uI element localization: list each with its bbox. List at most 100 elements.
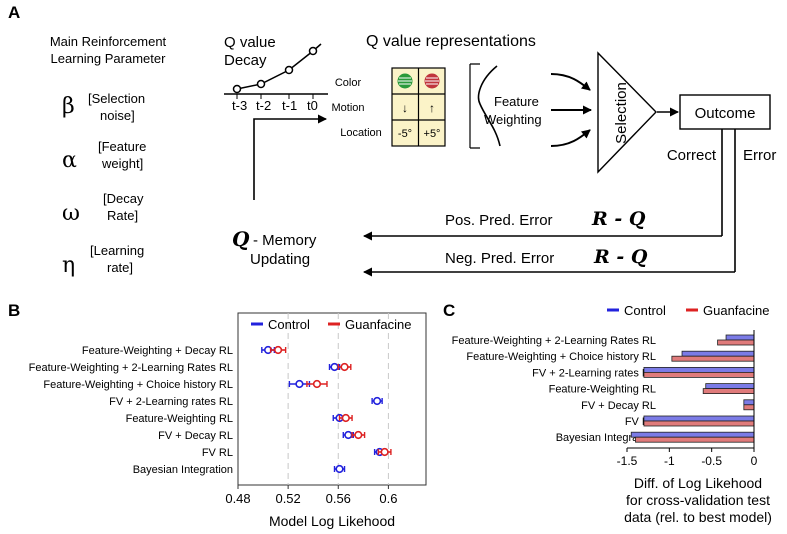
data-point (344, 430, 353, 440)
bar (743, 399, 755, 406)
legend-control-label: Control (624, 303, 666, 318)
x-tick-label: 0.56 (326, 491, 351, 506)
bar (702, 388, 755, 395)
decay-point (232, 84, 242, 94)
memory-label: - Memory (253, 232, 317, 249)
decay-point (308, 46, 318, 56)
memory-q-symbol: Q (232, 227, 250, 251)
panel-b-grid (287, 313, 389, 485)
input-arrow (550, 73, 591, 91)
pos-error-label: Pos. Pred. Error (445, 212, 553, 229)
panel-a: A Main Reinforcement Learning Parameter … (8, 3, 776, 278)
feature-row-color: Color (335, 77, 362, 89)
panel-a-label: A (8, 3, 20, 22)
bar (630, 431, 755, 438)
panel-b-points (261, 345, 392, 474)
panel-c-legend: Control Guanfacine (607, 303, 770, 318)
category-label: Feature-Weighting + Choice history RL (466, 351, 656, 363)
main-param-title-2: Learning Parameter (51, 51, 167, 66)
param-omega-symbol: ω (62, 201, 80, 226)
param-beta-symbol: β (62, 94, 75, 119)
bar (717, 339, 755, 346)
pos-r-minus-q: R - Q (591, 208, 646, 230)
motion-down-icon: ↓ (402, 101, 408, 115)
panel-b-xlabel: Model Log Likehood (269, 513, 395, 529)
bar (643, 366, 755, 373)
category-label: FV + Decay RL (581, 400, 656, 412)
panel-b-category-labels: Feature-Weighting + Decay RL Feature-Weig… (29, 345, 233, 476)
memory-to-decay-arrow (253, 114, 327, 200)
data-point (274, 345, 283, 355)
feature-table: ↓ ↑ -5° +5° (391, 67, 446, 147)
category-label: FV + Decay RL (158, 430, 233, 442)
legend-control-label: Control (268, 317, 310, 332)
data-point (295, 379, 304, 389)
feature-weighting-curve (477, 65, 501, 147)
x-tick-label: 0.6 (379, 491, 397, 506)
decay-tick-label: t-2 (256, 98, 271, 113)
selection-triangle (597, 51, 657, 174)
panel-c-axis: -1.5 -1 -0.5 0 (617, 330, 758, 468)
panel-c-label: C (443, 301, 455, 320)
decay-tick-label: t-1 (282, 98, 297, 113)
feature-row-location: Location (340, 127, 382, 139)
decay-point (284, 65, 294, 75)
feature-weighting-label-1: Feature (494, 94, 539, 109)
category-label: FV + 2-Learning rates RL (532, 367, 656, 379)
panel-c-xlabel-2: for cross-validation test (626, 492, 770, 508)
legend-guanfacine-label: Guanfacine (345, 317, 412, 332)
bar (643, 415, 755, 422)
param-alpha-desc-2: weight] (101, 156, 143, 171)
param-omega-desc-1: [Decay (103, 191, 144, 206)
feature-row-motion: Motion (331, 102, 364, 114)
x-tick-label: -0.5 (701, 454, 722, 468)
param-eta-desc-2: rate] (107, 260, 133, 275)
category-label: FV RL (202, 447, 233, 459)
bar (705, 383, 755, 390)
panel-c-xlabel-3: data (rel. to best model) (624, 509, 772, 525)
param-eta-desc-1: [Learning (90, 243, 144, 258)
param-alpha-desc-1: [Feature (98, 139, 146, 154)
bar (743, 404, 755, 411)
param-alpha-symbol: α (62, 148, 77, 173)
outcome-label: Outcome (695, 105, 756, 122)
category-label: Feature-Weighting RL (549, 384, 656, 396)
bar (643, 420, 755, 427)
bar (725, 334, 755, 341)
param-omega-desc-2: Rate] (107, 208, 138, 223)
x-tick-label: 0 (751, 454, 758, 468)
legend-guanfacine-label: Guanfacine (703, 303, 770, 318)
panel-b-plot-frame (237, 312, 427, 486)
data-point (340, 362, 349, 372)
x-tick-label: 0.52 (275, 491, 300, 506)
category-label: Feature-Weighting + 2-Learning Rates RL (452, 335, 656, 347)
main-param-title-1: Main Reinforcement (50, 34, 167, 49)
panel-c-category-labels: Feature-Weighting + 2-Learning Rates RL F… (452, 335, 656, 444)
category-label: Bayesian Integration (133, 464, 233, 476)
panel-c-xlabel-1: Diff. of Log Likehood (634, 475, 762, 491)
category-label: Feature-Weighting RL (126, 413, 233, 425)
data-point (341, 413, 350, 423)
x-tick-label: -1 (664, 454, 675, 468)
neg-r-minus-q: R - Q (593, 246, 648, 268)
data-point (373, 396, 382, 406)
feature-weighting-label-2: Weighting (484, 112, 542, 127)
decay-point (256, 79, 266, 89)
category-label: Feature-Weighting + Decay RL (82, 345, 233, 357)
data-point (312, 379, 322, 389)
x-tick-label: -1.5 (617, 454, 638, 468)
decay-title-1: Q value (224, 34, 276, 51)
input-arrow (550, 129, 591, 147)
feature-weighting: Feature Weighting (469, 63, 542, 149)
qrep-title: Q value representations (366, 33, 536, 50)
location-left: -5° (398, 128, 412, 140)
bar (671, 355, 755, 362)
param-beta-desc-2: noise] (100, 108, 135, 123)
panel-b-legend: Control Guanfacine (251, 317, 412, 332)
bar (643, 371, 755, 378)
motion-up-icon: ↑ (429, 101, 435, 115)
data-point (354, 430, 363, 440)
decay-tick-label: t0 (307, 98, 318, 113)
decay-plot: t-3 t-2 t-1 t0 (224, 43, 328, 113)
